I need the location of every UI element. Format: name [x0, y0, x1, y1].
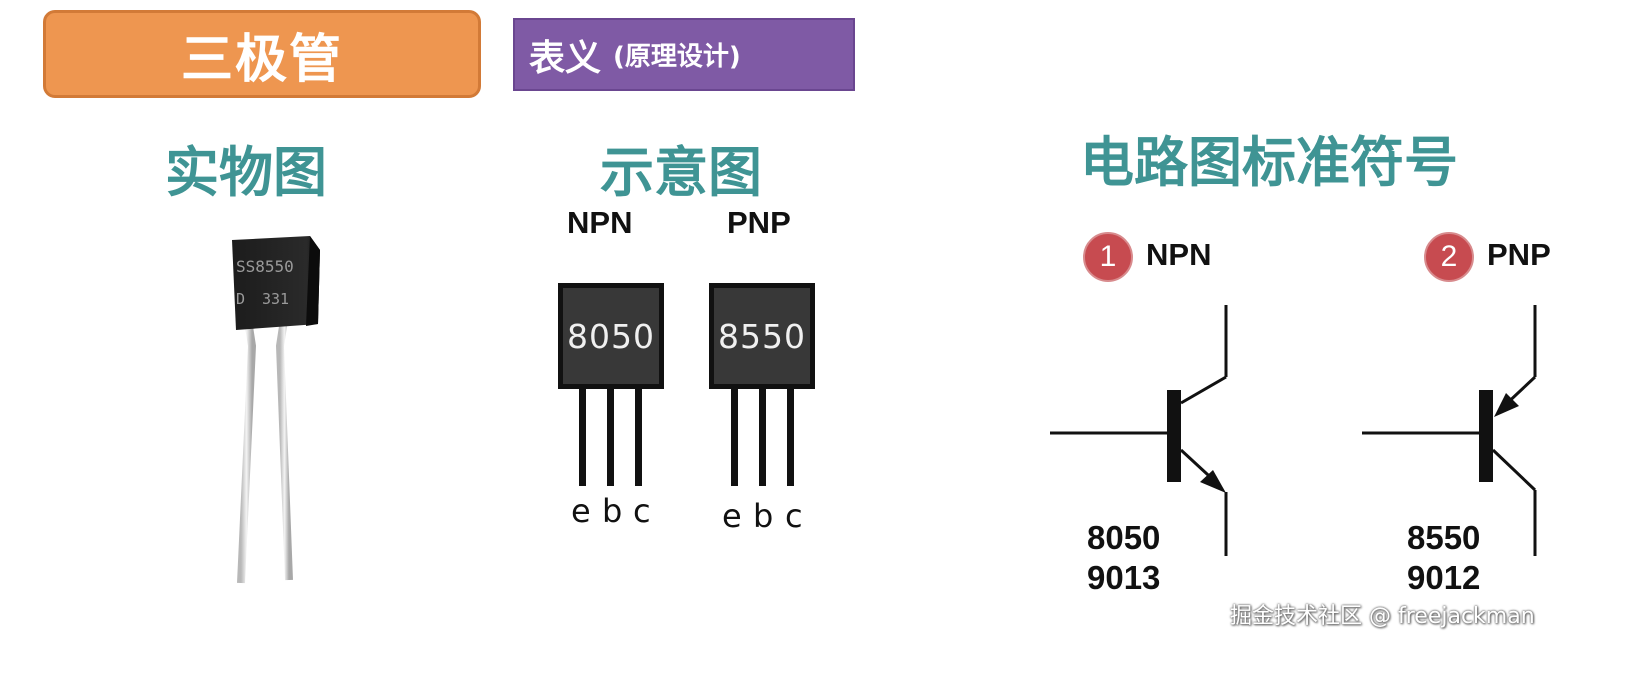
- pnp-part-numbers: 8550 9012: [1407, 518, 1480, 598]
- npn-leg-c: [635, 387, 642, 486]
- transistor-photo: SS8550 D 331: [232, 236, 320, 584]
- title-badge: 三极管: [43, 10, 481, 98]
- npn-symbol-type-label: NPN: [1146, 237, 1212, 272]
- transistor-body: [232, 236, 320, 330]
- transistor-leg-right: [275, 319, 293, 581]
- marking-line1: SS8550: [236, 257, 294, 276]
- marking-line2-right: 331: [262, 290, 289, 308]
- pnp-part-number-1: 8550: [1407, 519, 1481, 556]
- pnp-pin-label-e: e: [722, 497, 742, 535]
- npn-number-badge: 1: [1083, 232, 1133, 282]
- pnp-symbol-type-label: PNP: [1487, 237, 1551, 272]
- pnp-number-badge: 2: [1424, 232, 1474, 282]
- npn-collector-diagonal: [1180, 375, 1227, 405]
- npn-leg-b: [607, 387, 614, 486]
- pnp-pin-label-b: b: [753, 497, 774, 535]
- npn-part-number-2: 9013: [1087, 559, 1161, 596]
- transistor-leg-left: [237, 319, 257, 584]
- pnp-pin-label-c: c: [785, 497, 803, 535]
- schematic-heading: 示意图: [600, 141, 762, 204]
- npn-emitter-arrow: [1200, 470, 1226, 493]
- npn-base-bar: [1167, 390, 1181, 482]
- npn-chip: 8050: [558, 283, 664, 389]
- npn-part-number-1: 8050: [1087, 519, 1161, 556]
- npn-pin-label-b: b: [602, 492, 623, 530]
- npn-part-numbers: 8050 9013: [1087, 518, 1160, 598]
- pnp-part-number-2: 9012: [1407, 559, 1481, 596]
- photo-heading: 实物图: [165, 141, 327, 204]
- subtitle-main: 表义: [529, 37, 602, 79]
- pnp-collector-diagonal: [1491, 448, 1537, 492]
- pnp-chip: 8550: [709, 283, 815, 389]
- pnp-emitter-arrow: [1494, 393, 1519, 417]
- pnp-package-type-label: PNP: [727, 205, 791, 240]
- pnp-chip-label: 8550: [714, 288, 810, 384]
- subtitle-badge: 表义 (原理设计): [513, 18, 855, 91]
- symbol-heading: 电路图标准符号: [1080, 131, 1458, 194]
- subtitle-sub: (原理设计): [613, 42, 741, 72]
- pnp-leg-c: [787, 387, 794, 486]
- npn-leg-e: [579, 387, 586, 486]
- watermark: 掘金技术社区 @ freejackman: [1230, 604, 1535, 629]
- pnp-transistor-symbol: [1362, 305, 1537, 556]
- page-title: 三极管: [180, 29, 343, 90]
- npn-pin-label-e: e: [571, 492, 591, 530]
- pnp-leg-e: [731, 387, 738, 486]
- marking-line2-left: D: [236, 290, 245, 308]
- npn-transistor-symbol: [1050, 305, 1228, 556]
- npn-chip-label: 8050: [563, 288, 659, 384]
- pnp-base-bar: [1479, 390, 1493, 482]
- npn-package-type-label: NPN: [567, 205, 633, 240]
- pnp-leg-b: [759, 387, 766, 486]
- npn-pin-label-c: c: [633, 492, 651, 530]
